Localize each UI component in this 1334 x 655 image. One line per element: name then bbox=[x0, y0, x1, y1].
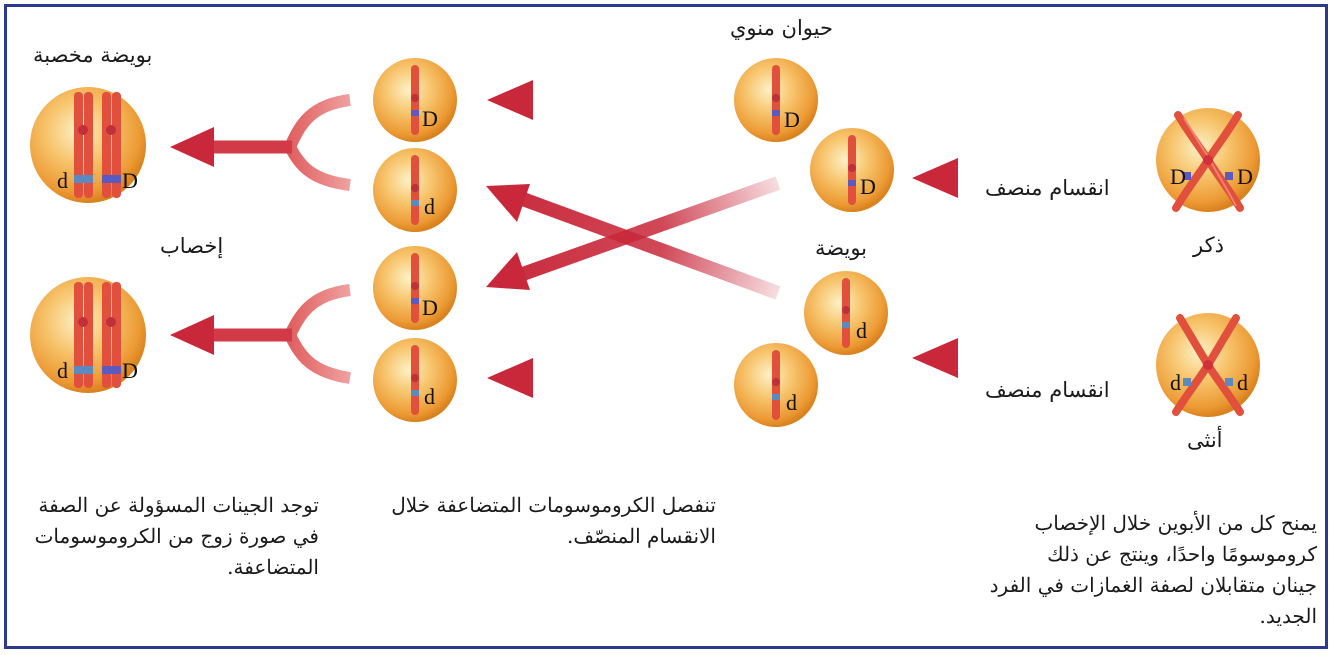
svg-text:d: d bbox=[856, 318, 867, 343]
caption-right-line-1: يمنح كل من الأبوين خلال الإخصاب bbox=[1034, 511, 1317, 535]
caption-left-line-1: توجد الجينات المسؤولة عن الصفة bbox=[38, 493, 319, 517]
svg-text:D: D bbox=[860, 174, 876, 199]
label-female: أنثى bbox=[1187, 428, 1223, 452]
gamete-d-bottom: d bbox=[373, 338, 457, 422]
diagram-frame bbox=[4, 4, 1328, 649]
label-sperm: حيوان منوي bbox=[730, 16, 833, 40]
fertilized-egg-top: d D bbox=[30, 87, 146, 203]
svg-text:D: D bbox=[422, 106, 438, 131]
svg-text:d: d bbox=[424, 384, 435, 409]
female-parent-cell: d d bbox=[1156, 313, 1260, 417]
caption-right-line-2: كروموسومًا واحدًا، وينتج عن ذلك bbox=[1047, 542, 1317, 566]
svg-text:d: d bbox=[424, 194, 435, 219]
caption-right: يمنح كل من الأبوين خلال الإخصاب كروموسوم… bbox=[990, 508, 1317, 632]
label-egg: بويضة bbox=[815, 236, 868, 260]
arrow-fertilization-bottom bbox=[170, 284, 352, 384]
arrow-egg-to-gamete-bottom bbox=[487, 358, 700, 398]
label-fertilized-egg: بويضة مخصبة bbox=[33, 43, 153, 67]
svg-text:D: D bbox=[784, 107, 800, 132]
caption-right-line-4: الجديد. bbox=[1259, 604, 1317, 628]
arrow-cross-egg-to-d bbox=[486, 184, 781, 300]
svg-text:d: d bbox=[57, 358, 68, 383]
sperm-cell-1: D bbox=[734, 58, 818, 142]
arrow-cross-sperm-to-D bbox=[486, 176, 781, 290]
svg-text:d: d bbox=[786, 390, 797, 415]
egg-cell-1: d bbox=[804, 271, 888, 355]
svg-text:d: d bbox=[1170, 370, 1181, 395]
svg-text:d: d bbox=[1237, 370, 1248, 395]
arrow-fertilization-top bbox=[170, 94, 351, 191]
label-male: ذكر bbox=[1193, 233, 1224, 257]
svg-text:D: D bbox=[122, 358, 138, 383]
gamete-D-top: D bbox=[373, 58, 457, 142]
arrow-sperm-to-gamete-top bbox=[487, 80, 700, 120]
caption-right-line-3: جينان متقابلان لصفة الغمازات في الفرد bbox=[989, 573, 1317, 597]
caption-left: توجد الجينات المسؤولة عن الصفة في صورة ز… bbox=[35, 490, 319, 583]
caption-middle: تنفصل الكروموسومات المتضاعفة خلال الانقس… bbox=[391, 490, 716, 552]
label-meiosis-top: انقسام منصف bbox=[985, 176, 1110, 200]
sperm-cell-2: D bbox=[810, 128, 894, 212]
label-meiosis-bottom: انقسام منصف bbox=[985, 378, 1110, 402]
svg-text:d: d bbox=[57, 168, 68, 193]
caption-middle-line-1: تنفصل الكروموسومات المتضاعفة خلال bbox=[391, 493, 716, 517]
svg-text:D: D bbox=[1237, 164, 1253, 189]
egg-cell-2: d bbox=[734, 343, 818, 427]
label-fertilization: إخصاب bbox=[160, 234, 224, 258]
caption-middle-line-2: الانقسام المنصّف. bbox=[567, 524, 716, 548]
arrow-female-meiosis bbox=[912, 338, 1130, 378]
gamete-d-top: d bbox=[373, 148, 457, 232]
male-parent-cell: D D bbox=[1156, 108, 1260, 212]
svg-text:D: D bbox=[422, 295, 438, 320]
gamete-D-bottom: D bbox=[373, 246, 457, 330]
fertilized-egg-bottom: d D bbox=[30, 277, 146, 393]
caption-left-line-2: في صورة زوج من الكروموسومات bbox=[34, 524, 319, 548]
arrow-male-meiosis bbox=[912, 158, 1130, 198]
svg-text:D: D bbox=[122, 168, 138, 193]
svg-text:D: D bbox=[1170, 164, 1186, 189]
caption-left-line-3: المتضاعفة. bbox=[227, 555, 319, 579]
